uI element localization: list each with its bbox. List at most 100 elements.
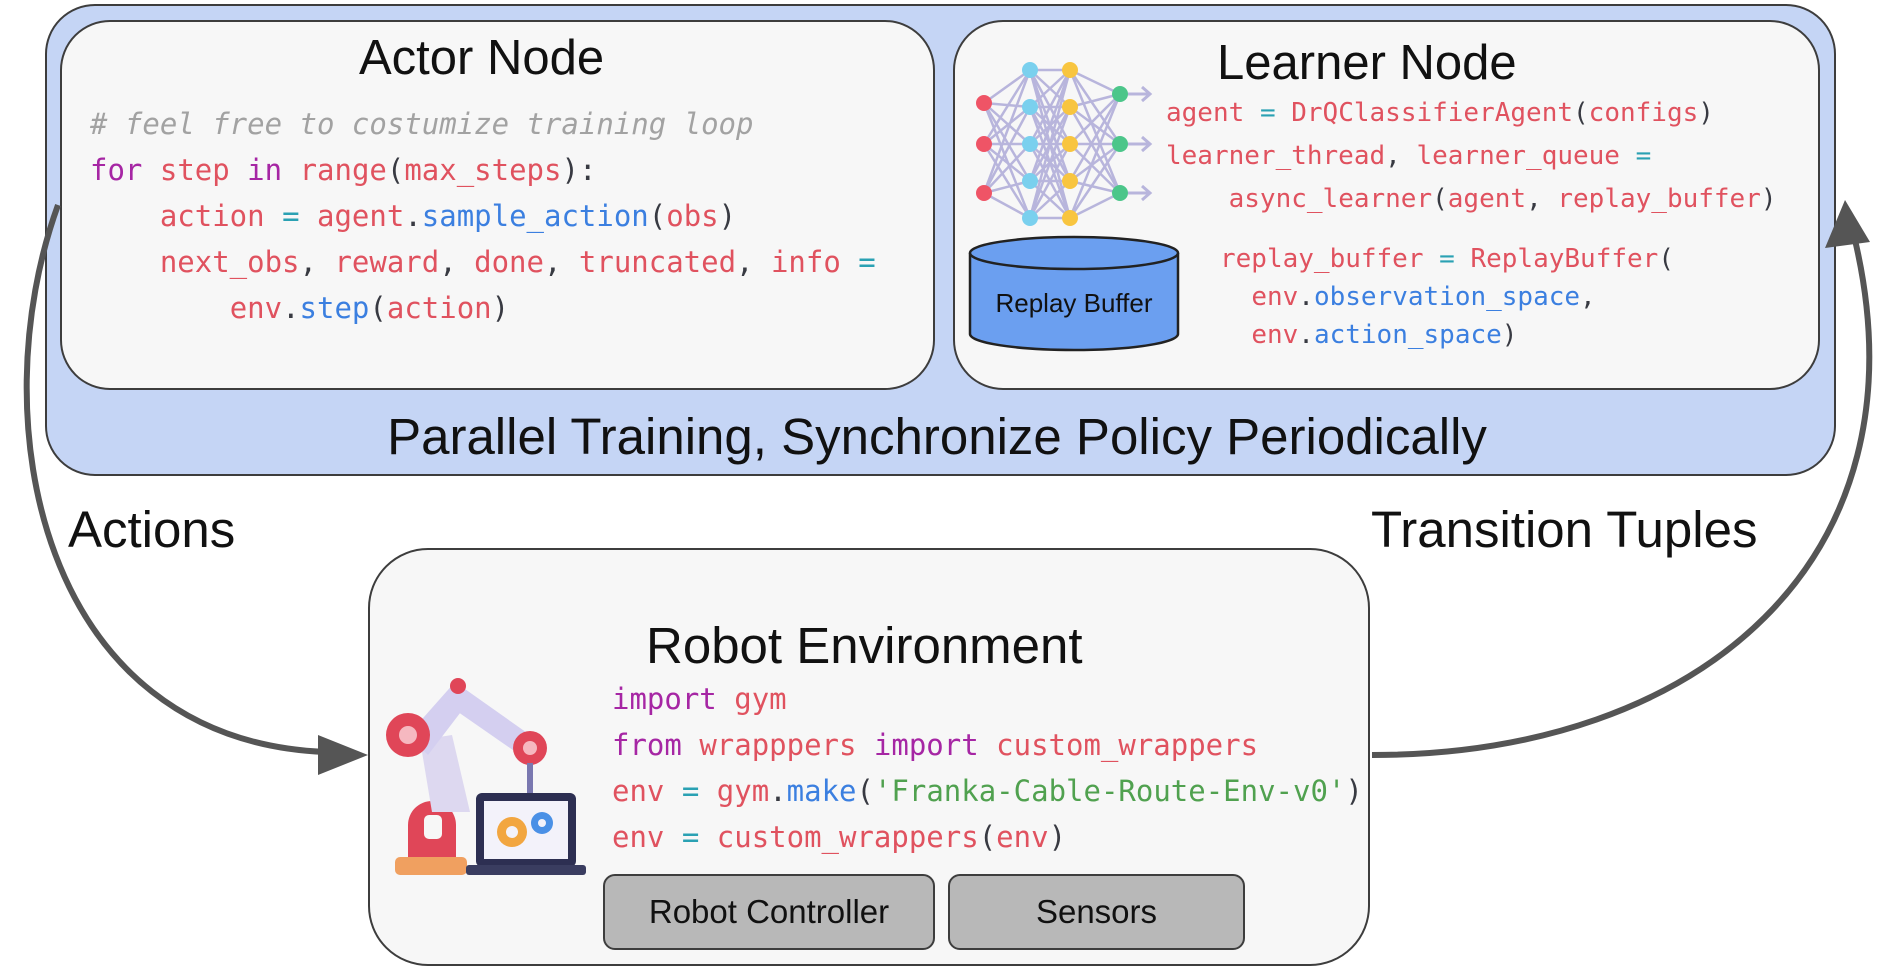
code-token: ( — [386, 153, 405, 187]
network-edge — [1069, 191, 1121, 220]
sensors-button[interactable]: Sensors — [948, 874, 1245, 950]
code-line: agent = DrQClassifierAgent(configs) — [1166, 92, 1777, 135]
code-token: , — [1385, 141, 1417, 171]
network-edge — [1069, 179, 1121, 195]
code-token: ( — [1658, 244, 1674, 274]
code-token: . — [282, 291, 300, 325]
robot-arm-icon — [386, 678, 586, 875]
network-node — [1062, 136, 1078, 152]
code-line: learner_thread, learner_queue = — [1166, 135, 1777, 178]
code-line: env = gym.make('Franka-Cable-Route-Env-v… — [612, 768, 1363, 814]
code-token: action_space — [1313, 320, 1502, 350]
code-token: make — [786, 774, 857, 808]
network-edge — [982, 69, 1032, 194]
code-token: configs — [1588, 98, 1699, 128]
code-token: . — [769, 774, 787, 808]
code-token: in — [247, 153, 283, 187]
code-token: ( — [369, 291, 387, 325]
network-edge — [1029, 69, 1071, 108]
network-node — [1062, 210, 1078, 226]
actor-node-panel — [60, 20, 935, 390]
code-token: , — [439, 245, 475, 279]
code-token: ( — [1432, 184, 1448, 214]
code-token: . — [404, 199, 422, 233]
code-token: observation_space — [1313, 282, 1581, 312]
code-token: reward — [334, 245, 440, 279]
network-node — [976, 185, 992, 201]
network-edge — [1069, 92, 1121, 109]
network-edge — [982, 106, 1032, 194]
network-edge — [1069, 68, 1121, 96]
code-token: ReplayBuffer — [1470, 244, 1659, 274]
code-token: = — [681, 774, 700, 808]
network-edge — [983, 143, 1031, 182]
network-edge — [982, 69, 1032, 145]
code-token: for — [90, 153, 143, 187]
network-edge — [1069, 142, 1121, 183]
code-token: ): — [561, 153, 597, 187]
transition-arrowhead — [1825, 200, 1870, 248]
code-token: ) — [491, 291, 510, 325]
code-line: next_obs, reward, done, truncated, info … — [90, 239, 876, 285]
code-token: ( — [856, 774, 874, 808]
network-node — [1062, 173, 1078, 189]
network-node — [1022, 62, 1038, 78]
network-node — [1022, 173, 1038, 189]
code-token: DrQClassifierAgent — [1291, 98, 1574, 128]
code-token: ( — [1573, 98, 1589, 128]
code-token: replay_buffer — [1220, 244, 1424, 274]
code-token: max_steps — [404, 153, 562, 187]
code-token: 'Franka-Cable-Route-Env-v0' — [873, 774, 1346, 808]
network-node — [1062, 62, 1078, 78]
code-token: gym — [734, 682, 787, 716]
code-token: , — [299, 245, 335, 279]
code-token: . — [1298, 282, 1314, 312]
code-token: env — [1251, 320, 1299, 350]
code-token: ( — [978, 820, 997, 854]
code-token: custom_wrappers — [996, 728, 1259, 762]
network-edge — [1068, 93, 1122, 219]
code-token: step — [159, 153, 230, 187]
code-line: action = agent.sample_action(obs) — [90, 193, 876, 239]
code-token: = — [1635, 141, 1652, 171]
code-token: action — [386, 291, 492, 325]
actions-arrowhead — [318, 735, 368, 775]
learner-node-title: Learner Node — [1217, 36, 1517, 90]
code-token: env — [612, 774, 665, 808]
code-token: env — [229, 291, 283, 325]
replay-buffer-label: Replay Buffer — [995, 288, 1152, 318]
network-edge — [1068, 69, 1122, 145]
code-token: agent — [1166, 98, 1245, 128]
code-token: ) — [1698, 98, 1714, 128]
code-token: learner_thread — [1166, 141, 1386, 171]
network-edge — [1028, 69, 1072, 182]
replay-buffer-cylinder: Replay Buffer — [968, 235, 1180, 352]
learner-code-agent: agent = DrQClassifierAgent(configs)learn… — [1166, 92, 1777, 221]
code-line: env = custom_wrappers(env) — [612, 814, 1363, 860]
parallel-training-caption: Parallel Training, Synchronize Policy Pe… — [387, 408, 1487, 465]
network-node — [1022, 99, 1038, 115]
network-edge — [1028, 69, 1072, 145]
network-output-arrow — [1128, 184, 1153, 202]
code-line: replay_buffer = ReplayBuffer( — [1220, 240, 1674, 278]
network-node — [976, 95, 992, 111]
learner-code-replay: replay_buffer = ReplayBuffer( env.observ… — [1220, 240, 1674, 354]
network-edge — [983, 191, 1031, 220]
code-token: = — [1439, 244, 1455, 274]
network-edge — [1028, 69, 1072, 219]
network-node — [1062, 99, 1078, 115]
transition-arrow — [1371, 200, 1873, 758]
code-token: next_obs — [159, 245, 300, 279]
robot-controller-button[interactable]: Robot Controller — [603, 874, 935, 950]
code-token: ) — [1501, 320, 1518, 350]
code-token: agent — [317, 199, 405, 233]
code-token: , — [1526, 184, 1558, 214]
code-token: ( — [648, 199, 667, 233]
network-edge — [1028, 106, 1072, 219]
code-token: ) — [718, 199, 737, 233]
code-line: import gym — [612, 676, 1363, 722]
robot-environment-title: Robot Environment — [646, 617, 1083, 674]
network-edge — [983, 102, 1031, 145]
